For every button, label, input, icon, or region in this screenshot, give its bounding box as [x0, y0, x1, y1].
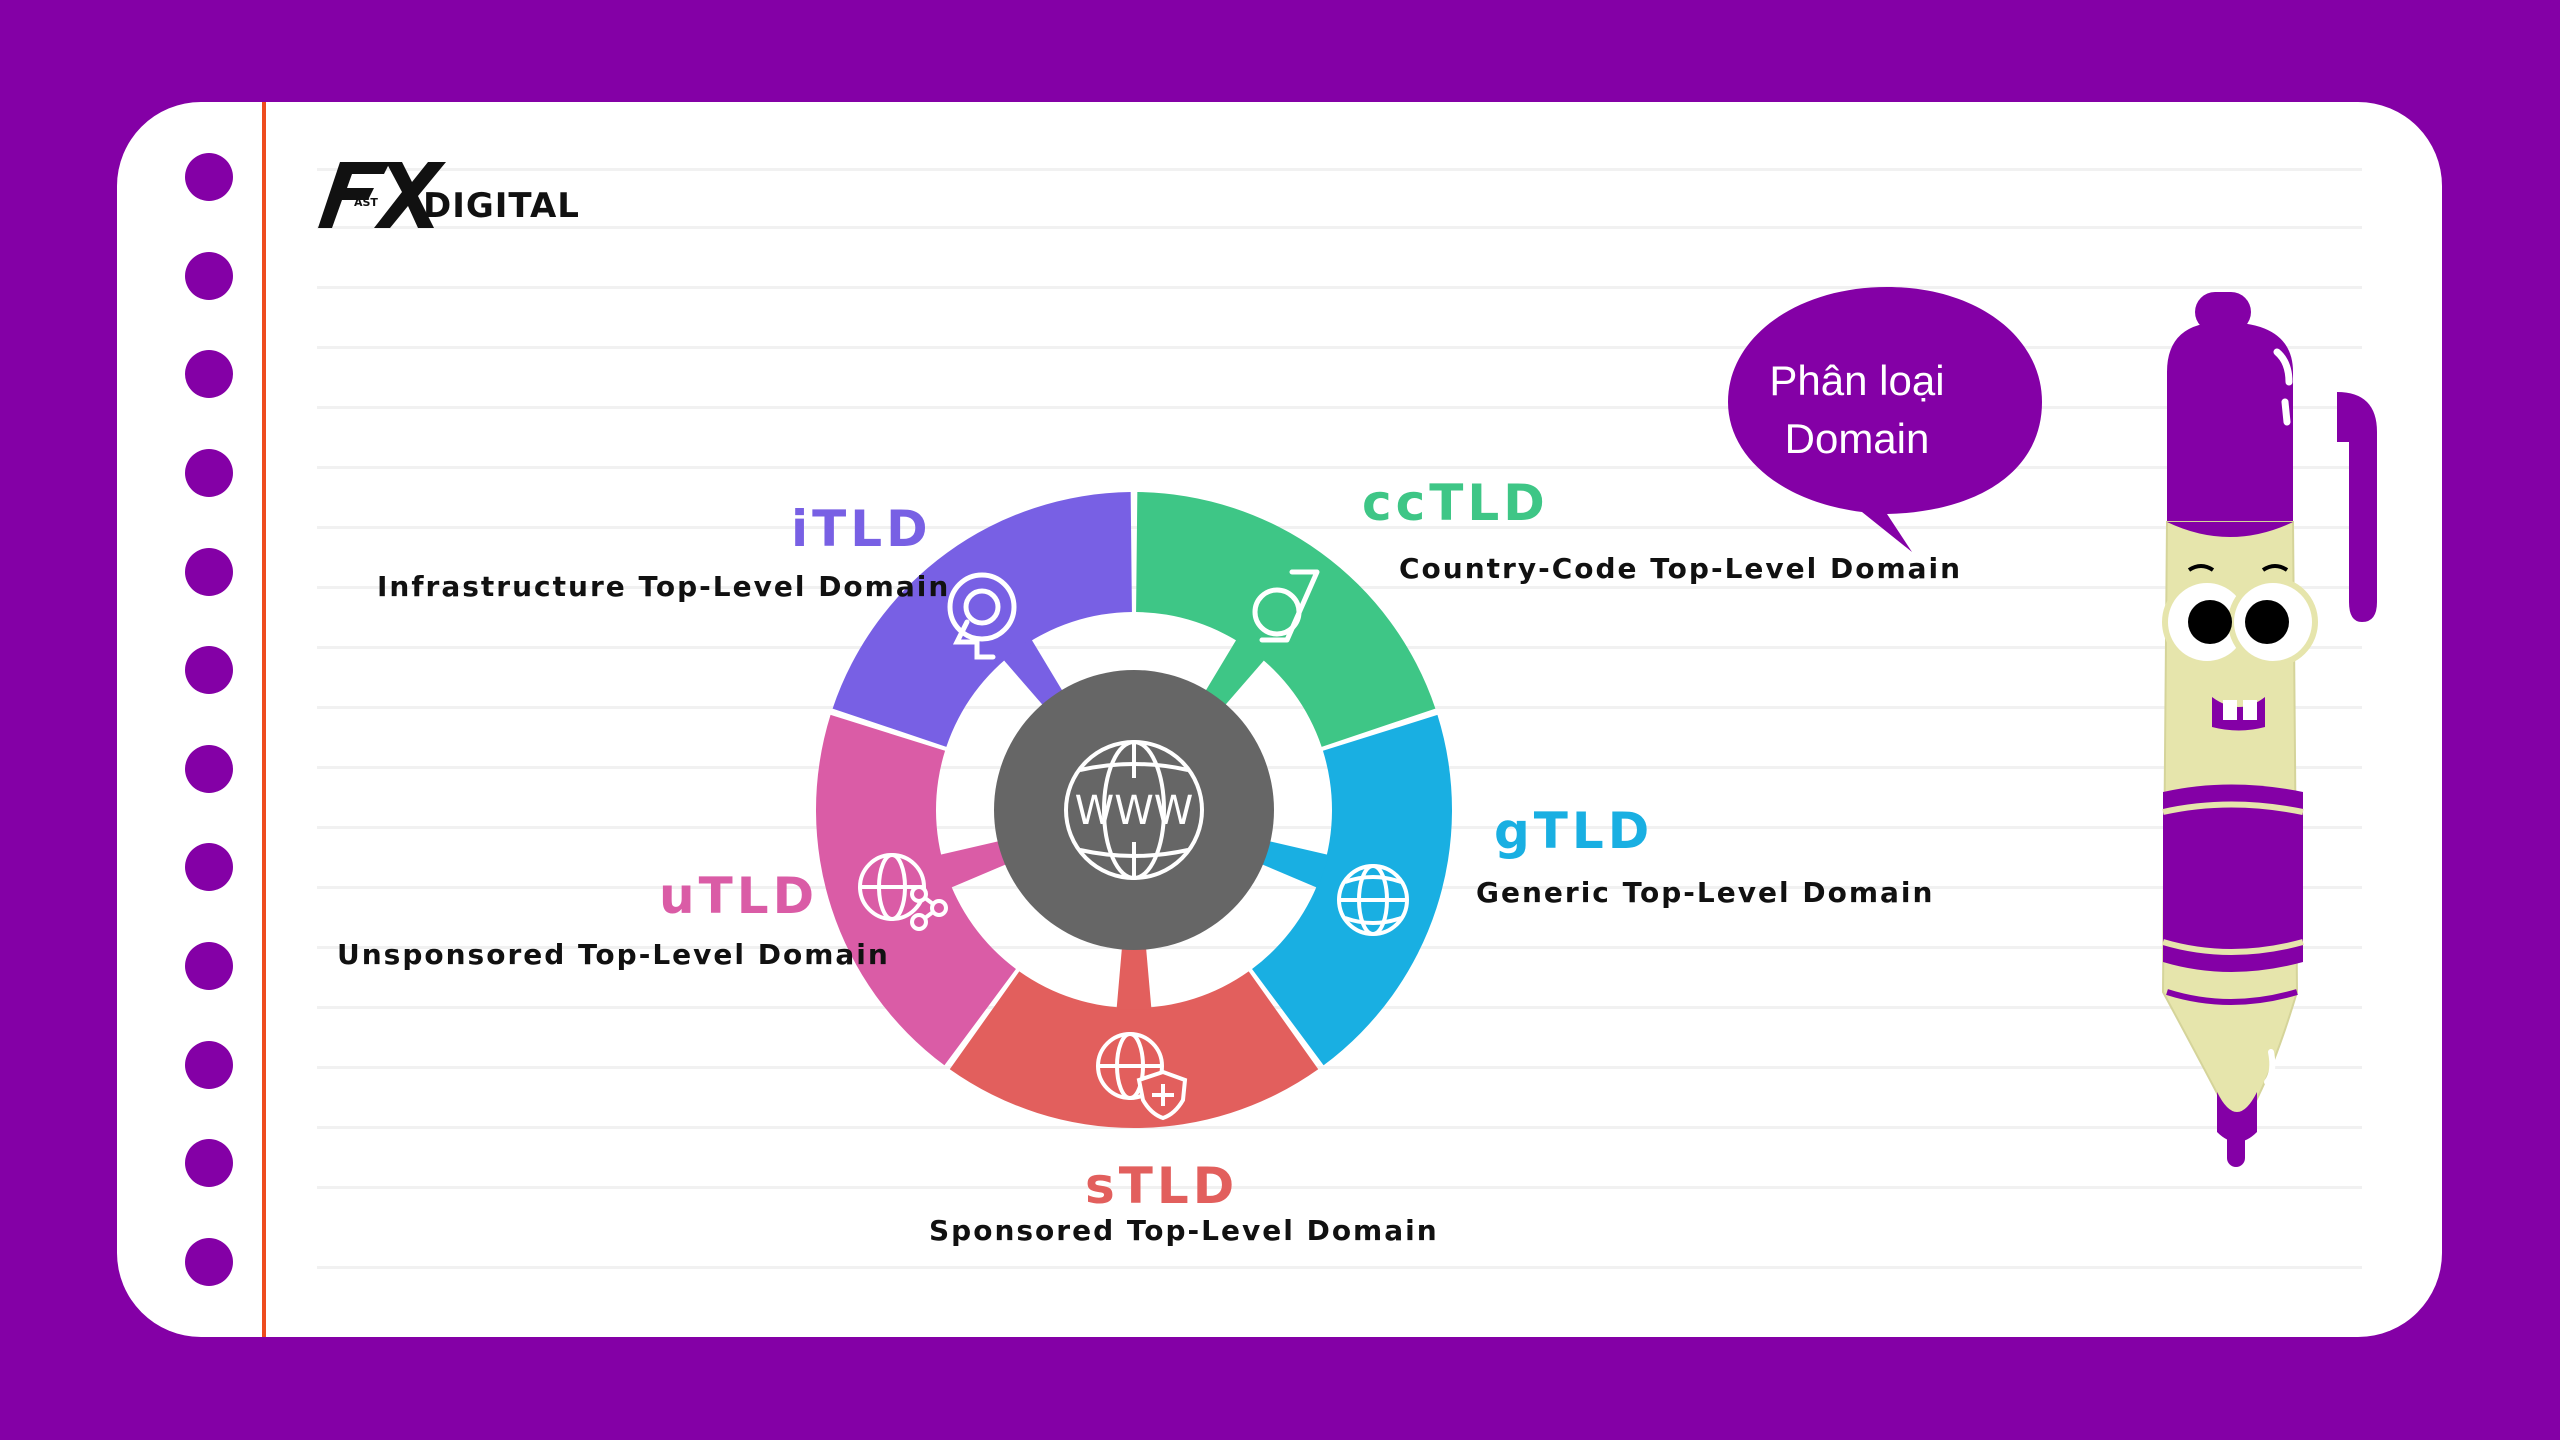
ruled-line — [317, 346, 2362, 349]
www-globe-icon: WWW — [1064, 740, 1204, 880]
stld-description: Sponsored Top-Level Domain — [929, 1214, 1439, 1247]
ruled-line — [317, 286, 2362, 289]
utld-description: Unsponsored Top-Level Domain — [337, 938, 890, 971]
binder-hole — [185, 1139, 233, 1187]
binder-hole — [185, 1041, 233, 1089]
stld-connector — [1116, 943, 1152, 1010]
cctld-description: Country-Code Top-Level Domain — [1399, 552, 1963, 585]
tld-diagram: WWW — [816, 287, 2042, 1128]
speech-bubble-text: Phân loại Domain — [1697, 352, 2017, 468]
gtld-title: gTLD — [1494, 802, 1654, 860]
itld-connector — [1002, 638, 1065, 709]
binder-hole — [185, 646, 233, 694]
gtld-segment — [1252, 714, 1452, 1066]
binder-hole — [185, 843, 233, 891]
globe-icon — [1337, 864, 1409, 936]
bubble-line-1: Phân loại — [1769, 357, 1945, 404]
ruled-line — [317, 406, 2362, 409]
bubble-line-2: Domain — [1784, 415, 1930, 462]
binder-hole — [185, 548, 233, 596]
cctld-segment — [1136, 492, 1436, 747]
speech-bubble — [1728, 287, 2042, 552]
ruled-line — [317, 226, 2362, 229]
binder-hole — [185, 252, 233, 300]
fx-logo: AST — [318, 162, 446, 228]
binder-hole — [185, 153, 233, 201]
pen-mascot — [2161, 292, 2377, 1167]
utld-title: uTLD — [659, 867, 819, 925]
network-icon — [947, 572, 1017, 660]
svg-text:WWW: WWW — [1075, 788, 1194, 834]
stld-title: sTLD — [1085, 1157, 1239, 1215]
stld-segment — [949, 971, 1319, 1128]
gtld-connector — [1257, 840, 1329, 889]
binder-hole — [185, 942, 233, 990]
ruled-line — [317, 1266, 2362, 1269]
binder-hole — [185, 1238, 233, 1286]
utld-connector — [939, 840, 1011, 889]
ruled-line — [317, 1066, 2362, 1069]
binder-hole — [185, 745, 233, 793]
binder-hole — [185, 449, 233, 497]
globe-share-icon — [858, 853, 948, 931]
ruled-line — [317, 466, 2362, 469]
itld-title: iTLD — [791, 500, 932, 558]
itld-description: Infrastructure Top-Level Domain — [377, 570, 951, 603]
gtld-description: Generic Top-Level Domain — [1476, 876, 1935, 909]
itld-segment — [832, 492, 1132, 747]
svg-text:AST: AST — [354, 196, 378, 209]
ruled-line — [317, 168, 2362, 171]
globe-shield-icon — [1096, 1032, 1188, 1121]
notebook-card: AST DIGITAL — [117, 102, 2442, 1337]
center-disc — [994, 670, 1274, 950]
ruled-line — [317, 526, 2362, 529]
binder-hole — [185, 350, 233, 398]
margin-line — [262, 102, 266, 1337]
cctld-title: ccTLD — [1362, 474, 1549, 532]
logo-text: DIGITAL — [423, 186, 580, 226]
ruled-line — [317, 1126, 2362, 1129]
cctld-connector — [1203, 638, 1266, 709]
flag-icon — [1252, 569, 1320, 643]
ruled-line — [317, 1186, 2362, 1189]
